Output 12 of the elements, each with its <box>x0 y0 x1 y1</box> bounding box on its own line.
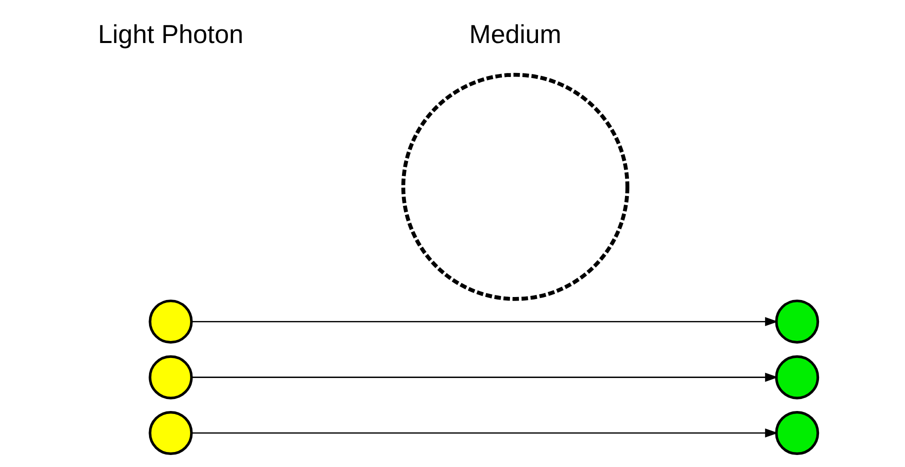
node-circle <box>148 410 193 456</box>
label: Light Photon <box>98 21 244 50</box>
label: Medium <box>469 21 562 50</box>
node-circle <box>148 300 193 344</box>
arrow <box>192 317 778 326</box>
node-circle <box>775 300 820 344</box>
node-circle <box>148 355 193 400</box>
node-circle <box>775 355 820 400</box>
arrow <box>192 372 778 382</box>
arrow <box>192 428 778 438</box>
node-circle <box>775 410 820 456</box>
node-circle <box>401 72 630 301</box>
